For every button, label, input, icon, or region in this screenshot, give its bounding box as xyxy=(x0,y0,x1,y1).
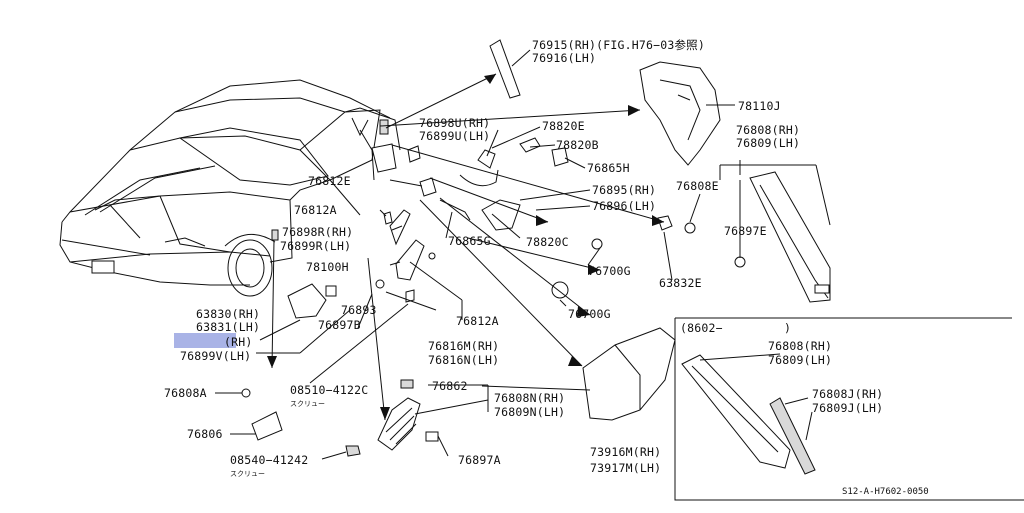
part-76915 xyxy=(489,39,521,99)
part-76700g-a xyxy=(591,238,603,250)
label-8602: (8602− xyxy=(680,321,723,335)
label-63830: 63830(RH) xyxy=(196,307,260,321)
label-8602-close: ) xyxy=(784,321,791,335)
label-76808j: 76808J(RH) xyxy=(812,387,883,401)
label-76899r: 76899R(LH) xyxy=(280,239,351,253)
part-76897e xyxy=(734,256,746,268)
label-78820b: 78820B xyxy=(556,138,599,152)
label-76808a: 76808A xyxy=(164,386,207,400)
label-76812a-top: 76812A xyxy=(294,203,337,217)
part-76806 xyxy=(251,411,283,441)
label-73917m: 73917M(LH) xyxy=(590,461,661,475)
label-76897e: 76897E xyxy=(724,224,767,238)
leader-lines xyxy=(215,49,831,460)
label-76809n: 76809N(LH) xyxy=(494,405,565,419)
label-76899u: 76899U(LH) xyxy=(419,129,490,143)
label-76915: 76915(RH)(FIG.H76−03参照) xyxy=(532,38,705,52)
label-76812e: 76812E xyxy=(308,174,351,188)
label-76896: 76896(LH) xyxy=(592,199,656,213)
label-76812a-mid: 76812A xyxy=(456,314,499,328)
part-78100h xyxy=(395,239,425,281)
label-76897a: 76897A xyxy=(458,453,501,467)
label-76898u: 76898U(RH) xyxy=(419,116,490,130)
label-08540: 08540−41242 xyxy=(230,453,308,467)
label-76809j: 76809J(LH) xyxy=(812,401,883,415)
label-76808e: 76808E xyxy=(676,179,719,193)
label-76808-rh: 76808(RH) xyxy=(736,123,800,137)
label-76700g-a: 76700G xyxy=(588,264,631,278)
label-76895: 76895(RH) xyxy=(592,183,656,197)
label-76893: 76893 xyxy=(341,303,377,317)
part-76808n xyxy=(377,397,421,451)
label-76809-lh-variant: 76809(LH) xyxy=(768,353,832,367)
part-76862 xyxy=(400,379,414,389)
variant-inset-frame xyxy=(674,318,1024,501)
labels: 76915(RH)(FIG.H76−03参照) 76916(LH) 78110J… xyxy=(164,38,929,497)
part-76808e xyxy=(684,222,696,234)
part-76808j xyxy=(769,397,816,475)
label-76816m: 76816M(RH) xyxy=(428,339,499,353)
label-78110j: 78110J xyxy=(738,99,781,113)
label-78820c: 78820C xyxy=(526,235,569,249)
label-76700g-b: 76700G xyxy=(568,307,611,321)
label-76808n: 76808N(RH) xyxy=(494,391,565,405)
label-76865h: 76865H xyxy=(587,161,630,175)
part-76700g-b xyxy=(551,281,569,299)
label-76862: 76862 xyxy=(432,379,468,393)
label-76808-rh-variant: 76808(RH) xyxy=(768,339,832,353)
label-08510: 08510−4122C xyxy=(290,383,368,397)
label-76899v: 76899V(LH) xyxy=(180,349,251,363)
part-63832e xyxy=(657,215,673,231)
part-76897a xyxy=(425,431,439,442)
label-76898v: (RH) xyxy=(224,335,253,349)
label-78820e: 78820E xyxy=(542,119,585,133)
part-78820b xyxy=(519,137,541,153)
part-76865h xyxy=(551,147,569,167)
label-76809-lh: 76809(LH) xyxy=(736,136,800,150)
label-76816n: 76816N(LH) xyxy=(428,353,499,367)
footer-code: S12-A-H7602-0050 xyxy=(842,487,929,497)
label-63831: 63831(LH) xyxy=(196,320,260,334)
label-76806: 76806 xyxy=(187,427,223,441)
label-screw-2: スクリュー xyxy=(230,470,265,478)
label-76897b: 76897B xyxy=(318,318,361,332)
label-76865g: 76865G xyxy=(448,234,491,248)
label-76898r: 76898R(RH) xyxy=(282,225,353,239)
label-76916: 76916(LH) xyxy=(532,51,596,65)
label-screw-1: スクリュー xyxy=(290,400,325,408)
label-78100h: 78100H xyxy=(306,260,349,274)
parts xyxy=(241,39,831,457)
part-63830 xyxy=(287,283,327,319)
part-73916m xyxy=(582,327,676,421)
label-63832e: 63832E xyxy=(659,276,702,290)
label-73916m: 73916M(RH) xyxy=(590,445,661,459)
highlight-box xyxy=(174,333,236,348)
car-illustration xyxy=(59,79,401,297)
part-78110j xyxy=(639,61,721,166)
